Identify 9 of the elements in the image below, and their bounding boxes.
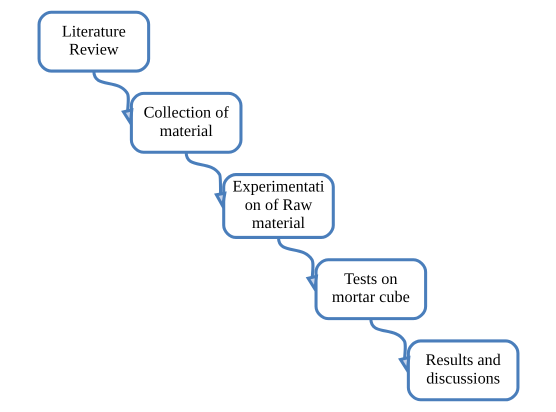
node-box: Results and discussions — [406, 339, 519, 402]
node-box: Experimentati on of Raw material — [222, 173, 334, 239]
arrow — [92, 70, 134, 128]
arrow — [368, 318, 410, 375]
arrow — [184, 152, 226, 211]
arrow — [276, 237, 318, 294]
node-box: Tests on mortar cube — [314, 258, 427, 320]
node-box: Collection of material — [129, 92, 242, 154]
node-box: Literature Review — [37, 10, 150, 73]
